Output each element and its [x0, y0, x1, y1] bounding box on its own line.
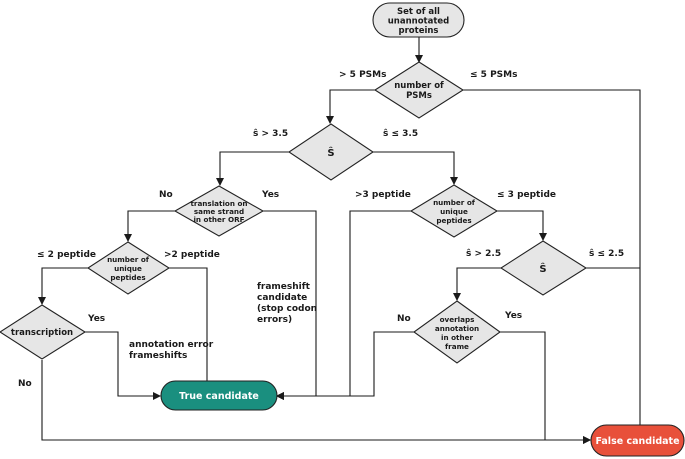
transcription-decision: transcription	[0, 304, 87, 360]
translation-decision-line-2: same strand	[194, 207, 244, 216]
peptides-left-line-2: unique	[114, 264, 142, 273]
overlaps-line-4: frame	[445, 342, 469, 351]
label-trans-yes: Yes	[261, 190, 279, 200]
false-candidate-label: False candidate	[595, 436, 679, 447]
overlaps-line-2: annotation	[435, 324, 479, 333]
edge-transcription-false	[41, 360, 591, 444]
transcription-decision-shape	[0, 304, 87, 360]
translation-decision-line-3: in other ORF	[193, 215, 244, 224]
label-s-gt-25: ŝ > 2.5	[466, 248, 501, 259]
label-psm-gt: > 5 PSMs	[339, 70, 386, 80]
edge-labels: > 5 PSMs ≤ 5 PSMs ŝ > 3.5 ŝ ≤ 3.5 No Yes…	[18, 70, 624, 389]
peptides-left-decision-shape	[86, 241, 171, 295]
peptides-right-decision-shape	[409, 184, 499, 238]
label-frameshift-2: candidate	[257, 293, 307, 303]
false-candidate-node: False candidate	[590, 424, 685, 457]
score-decision-2-shape	[499, 240, 588, 296]
peptides-left-line-1: number of	[107, 255, 150, 264]
edge-psms-false	[463, 89, 644, 438]
start-node-line-3: proteins	[399, 26, 439, 36]
label-tx-yes: Yes	[87, 314, 105, 324]
edges	[38, 37, 644, 444]
start-node-line-2: unannotated	[388, 17, 450, 27]
start-node-line-1: Set of all	[397, 7, 440, 17]
edge-s1-peptides-right	[373, 151, 458, 185]
label-s-le-25: ŝ ≤ 2.5	[589, 248, 624, 259]
translation-decision: translation on same strand in other ORF	[173, 185, 265, 237]
label-trans-no: No	[159, 190, 173, 200]
label-pep-gt3: >3 peptide	[355, 190, 411, 200]
edge-s1-translation	[216, 151, 289, 186]
score-decision-1: Ŝ	[288, 123, 374, 181]
overlaps-decision-shape	[413, 300, 501, 364]
label-frameshift-3: (stop codon	[257, 304, 317, 314]
edge-peptides-left-transcription	[38, 267, 88, 305]
transcription-label: transcription	[11, 328, 73, 338]
overlaps-decision: overlaps annotation in other frame	[413, 300, 501, 364]
translation-decision-shape	[173, 185, 265, 237]
score-decision-2-label: Ŝ	[539, 262, 546, 275]
edge-transcription-true	[85, 331, 161, 400]
edge-psms-s1	[326, 89, 375, 124]
start-node: Set of all unannotated proteins	[372, 2, 465, 38]
peptides-right-line-2: unique	[440, 207, 468, 216]
peptides-right-line-3: peptides	[436, 216, 471, 225]
psms-decision-shape	[373, 61, 465, 119]
overlaps-line-1: overlaps	[440, 315, 475, 324]
edge-overlaps-true	[276, 331, 414, 400]
psms-decision-line-1: number of	[394, 81, 444, 91]
edge-s2-overlaps	[453, 267, 501, 301]
score-decision-2: Ŝ	[499, 240, 588, 296]
score-decision-1-label: Ŝ	[327, 146, 334, 159]
label-pep-gt2: >2 peptide	[164, 250, 220, 260]
label-ov-yes: Yes	[504, 311, 522, 321]
peptides-right-line-1: number of	[433, 198, 476, 207]
label-s-gt-35: ŝ > 3.5	[253, 128, 288, 139]
edge-overlaps-false	[500, 331, 591, 444]
label-annotation-error-1: annotation error	[129, 340, 214, 350]
label-tx-no: No	[18, 379, 32, 389]
label-pep-le2: ≤ 2 peptide	[37, 250, 96, 260]
peptides-left-decision: number of unique peptides	[86, 241, 171, 295]
true-candidate-shape	[160, 380, 278, 411]
edge-translation-peptides-left	[124, 210, 175, 242]
label-s-le-35: ŝ ≤ 3.5	[383, 128, 418, 139]
label-frameshift-4: errors)	[257, 315, 292, 325]
edge-peptides-right-s2	[497, 210, 547, 241]
label-pep-le3: ≤ 3 peptide	[497, 190, 556, 200]
psms-decision-line-2: PSMs	[406, 91, 432, 101]
label-ov-no: No	[397, 314, 411, 324]
false-candidate-shape	[590, 424, 685, 457]
true-candidate-label: True candidate	[179, 391, 259, 402]
peptides-right-decision: number of unique peptides	[409, 184, 499, 238]
peptides-left-line-3: peptides	[110, 273, 145, 282]
label-annotation-error-2: frameshifts	[129, 351, 187, 361]
psms-decision: number of PSMs	[373, 61, 465, 119]
translation-decision-line-1: translation on	[190, 199, 247, 208]
start-node-shape	[372, 2, 465, 38]
overlaps-line-3: in other	[441, 333, 473, 342]
true-candidate-node: True candidate	[160, 380, 278, 411]
label-frameshift-1: frameshift	[257, 282, 311, 292]
label-psm-le: ≤ 5 PSMs	[470, 70, 517, 80]
score-decision-1-shape	[288, 123, 374, 181]
